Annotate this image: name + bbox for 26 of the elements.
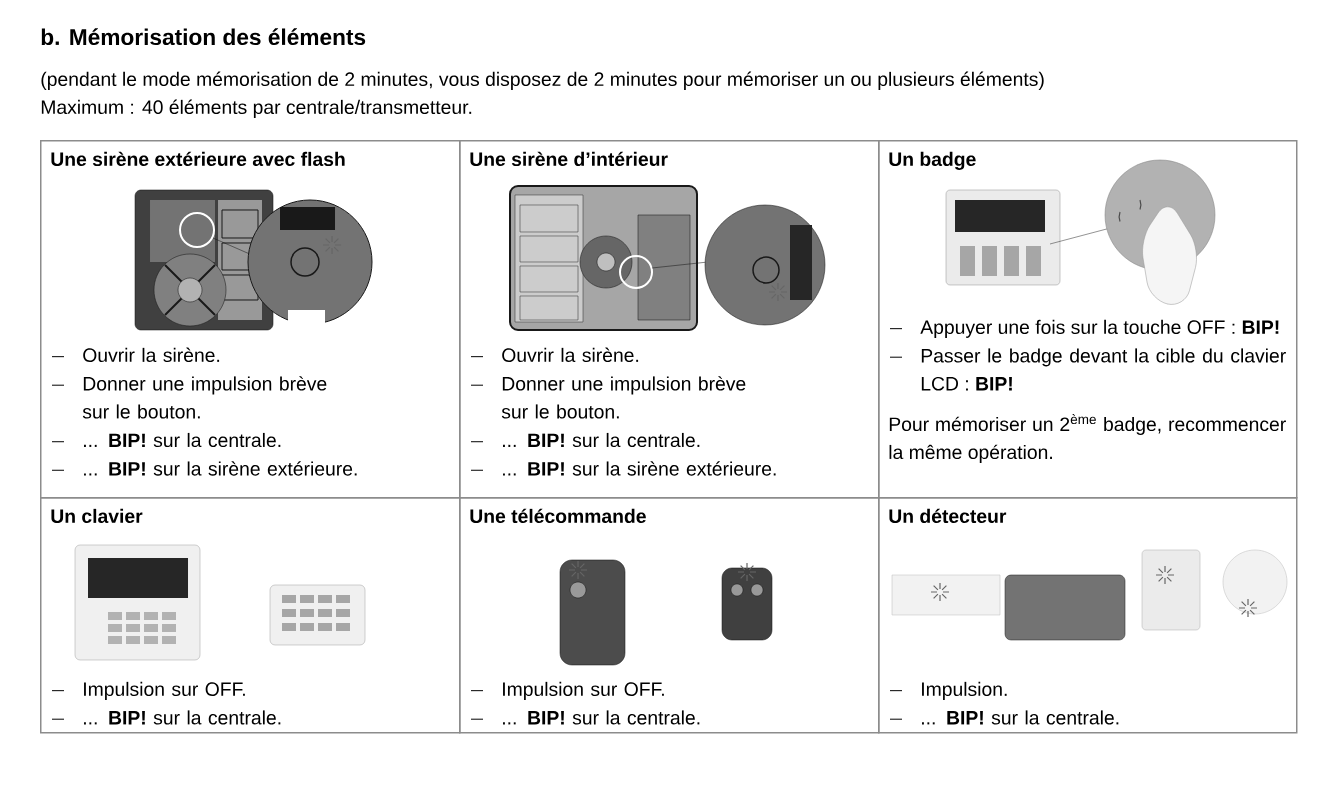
- cell-heading: Un détecteur: [889, 508, 1007, 524]
- list-item: Impulsion sur OFF.: [84, 681, 245, 700]
- list-item: ... BIP! sur la sirène extérieure.: [84, 461, 357, 476]
- cell-heading: Une sirène extérieure avec flash: [51, 151, 345, 167]
- heading: b. Mémorisation des éléments: [41, 28, 366, 46]
- list-item: Passer le badge devant la cible du clavier LCD : BIP!: [921, 348, 1286, 391]
- list-item: Impulsion.: [922, 681, 1007, 700]
- list-item: Donner une impulsion brève sur le bouton.: [82, 376, 327, 419]
- list-item: Impulsion sur OFF.: [503, 681, 664, 700]
- list-item: Donner une impulsion brève sur le bouton.: [501, 376, 746, 419]
- list-item: ... BIP! sur la sirène extérieure.: [503, 461, 776, 476]
- intro-text: Maximum : 40 éléments par centrale/transmetteur.: [41, 99, 472, 118]
- list-item: ... BIP! sur la centrale.: [84, 710, 281, 725]
- cell-heading: Un badge: [889, 151, 976, 170]
- list-item: ... BIP! sur la centrale.: [503, 432, 700, 448]
- intro-text: (pendant le mode mémorisation de 2 minutes, vous disposez de 2 minutes pour mémoriser un ou plusieurs éléments): [41, 71, 1044, 90]
- list-item: ... BIP! sur la centrale.: [84, 432, 281, 448]
- list-item: ... BIP! sur la centrale.: [503, 710, 700, 725]
- cell-heading: Une sirène d’intérieur: [470, 151, 668, 167]
- note-text: Pour mémoriser un 2$^{ème}$ badge, recommencer la même opération.: [889, 414, 1286, 463]
- list-item: Ouvrir la sirène.: [83, 347, 220, 363]
- list-item: ... BIP! sur la centrale.: [922, 710, 1119, 725]
- cell-heading: Une télécommande: [470, 508, 646, 524]
- cell-heading: Un clavier: [51, 508, 143, 524]
- list-item: Ouvrir la sirène.: [502, 347, 639, 363]
- list-item: Appuyer une fois sur la touche OFF : BIP!: [920, 319, 1279, 338]
